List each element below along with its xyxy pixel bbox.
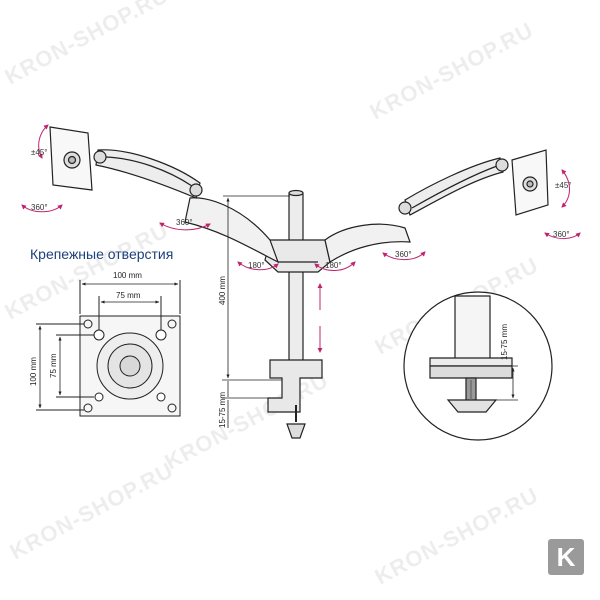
watermark-text: KRON-SHOP.RU — [6, 457, 178, 564]
left-gas-arm — [95, 149, 201, 199]
watermark-text: KRON-SHOP.RU — [366, 17, 538, 124]
clamp-range-label: 15-75 mm — [218, 392, 227, 428]
vesa-width-outer-label: 100 mm — [113, 271, 142, 280]
watermark-text: KRON-SHOP.RU — [371, 482, 543, 589]
watermark-text: KRON-SHOP.RU — [1, 0, 173, 89]
swivel-left-label: 180° — [248, 261, 265, 270]
detail-clamp-range-label: 15-75 mm — [500, 324, 509, 360]
kron-logo: K — [548, 539, 584, 575]
pole — [288, 191, 304, 363]
watermark-text: KRON-SHOP.RU — [161, 367, 333, 474]
swivel-right-label: 180° — [325, 261, 342, 270]
tilt-left-label: ±45° — [31, 148, 48, 157]
vesa-height-inner-label: 75 mm — [49, 353, 58, 378]
vesa-height-outer-label: 100 mm — [29, 357, 38, 386]
pole-cap — [288, 189, 304, 197]
monitor-mount-illustration — [49, 126, 549, 439]
mounting-holes-heading: Крепежные отверстия — [30, 246, 174, 262]
mount-dimensions — [222, 195, 290, 428]
rotate-left-label: 360° — [31, 203, 48, 212]
pole-height-label: 400 mm — [218, 276, 227, 305]
vesa-plate-drawing — [36, 280, 181, 417]
watermark-text: KRON-SHOP.RU — [1, 217, 173, 324]
tilt-right-label: ±45° — [555, 181, 572, 190]
rotate-right-label: 360° — [553, 230, 570, 239]
vesa-width-inner-label: 75 mm — [116, 291, 141, 300]
clamp-knob — [286, 423, 306, 439]
right-lower-arm — [324, 223, 411, 263]
right-gas-arm — [404, 157, 504, 216]
left-lower-arm — [184, 197, 280, 264]
desk-clamp — [267, 359, 323, 413]
angle-indicators — [21, 124, 581, 271]
rotate-arm-right-label: 360° — [395, 250, 412, 259]
rotate-arm-left-label: 360° — [176, 218, 193, 227]
clamp-detail: 15-75 mm — [403, 291, 553, 441]
